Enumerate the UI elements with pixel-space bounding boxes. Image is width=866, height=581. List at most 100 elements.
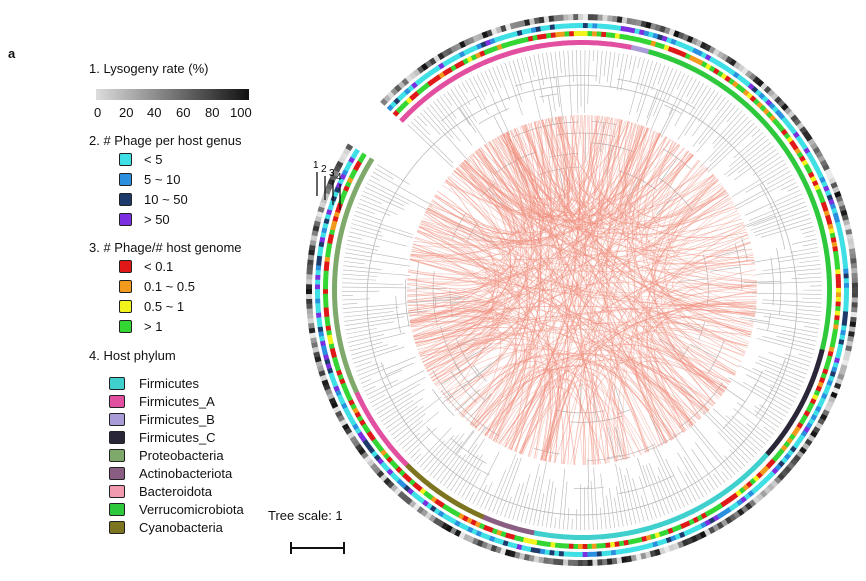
tree-branch — [651, 63, 662, 91]
phage-host-link — [461, 162, 560, 461]
tree-branch — [707, 125, 758, 173]
lysogeny-cell — [513, 551, 521, 559]
lysogeny-cell — [832, 186, 840, 194]
phage-host-link — [408, 314, 752, 336]
phage-host-ratio-cell — [833, 319, 840, 326]
tree-branch — [683, 456, 708, 495]
host-phylum-cell — [491, 55, 498, 62]
legend-swatch — [109, 520, 125, 534]
lysogeny-cell — [774, 96, 783, 105]
phage-host-link — [407, 278, 693, 426]
host-phylum-cell — [765, 124, 773, 132]
host-phylum-cell — [395, 453, 403, 461]
lysogeny-cell — [523, 553, 530, 561]
phage-host-ratio-cell — [323, 311, 330, 317]
phage-per-genus-cell — [687, 527, 694, 535]
lysogeny-cell — [308, 249, 315, 256]
tree-branch — [352, 345, 398, 360]
host-phylum-cell — [630, 529, 636, 536]
host-phylum-cell — [482, 514, 489, 522]
phage-host-link — [407, 304, 502, 426]
lysogeny-cell — [320, 196, 328, 204]
host-phylum-cell — [668, 517, 675, 524]
lysogeny-cell — [436, 519, 445, 528]
tree-branch — [432, 270, 438, 326]
host-phylum-cell — [819, 344, 826, 351]
phage-host-ratio-cell — [637, 37, 643, 44]
lysogeny-cell — [847, 335, 854, 343]
host-phylum-cell — [591, 40, 597, 46]
phage-host-link — [410, 115, 598, 328]
host-phylum-cell — [816, 357, 823, 364]
host-phylum-cell — [542, 42, 549, 49]
phage-host-link — [475, 124, 552, 219]
lysogeny-cell — [849, 253, 857, 260]
lysogeny-cell — [626, 17, 633, 25]
host-phylum-cell — [411, 469, 419, 476]
host-phylum-cell — [722, 85, 730, 93]
tree-branch — [686, 78, 697, 97]
tree-branch — [508, 483, 521, 519]
phage-host-ratio-cell — [596, 543, 602, 549]
phage-per-genus-cell — [840, 325, 847, 331]
phage-host-ratio-cell — [380, 449, 388, 456]
lysogeny-tick: 60 — [176, 105, 191, 120]
phage-host-ratio-cell — [386, 456, 393, 463]
host-phylum-cell — [336, 235, 343, 242]
tree-branch — [609, 52, 616, 88]
tree-branch — [407, 124, 454, 168]
phage-per-genus-cell — [842, 311, 849, 317]
phage-host-ratio-cell — [659, 43, 666, 50]
lysogeny-cell — [780, 103, 789, 112]
lysogeny-cell — [369, 462, 378, 471]
phage-host-link — [500, 134, 729, 240]
tree-branch — [642, 465, 661, 517]
tree-branch — [782, 329, 818, 338]
tree-branch — [798, 353, 813, 359]
phage-host-ratio-cell — [825, 214, 832, 221]
host-phylum-cell — [338, 226, 345, 233]
phage-host-link — [490, 248, 753, 440]
tree-branch — [616, 52, 620, 68]
phage-host-link — [415, 122, 633, 344]
host-phylum-cell — [507, 523, 514, 530]
phage-host-ratio-cell — [819, 197, 826, 204]
host-phylum-cell — [609, 41, 615, 48]
tree-branch — [380, 400, 414, 422]
host-phylum-cell — [408, 106, 416, 114]
host-phylum-cell — [347, 374, 354, 382]
phage-per-genus-cell — [835, 352, 842, 359]
phage-host-link — [412, 153, 511, 336]
phage-per-genus-cell — [563, 551, 569, 557]
tree-branch — [359, 356, 416, 380]
tree-branch — [571, 50, 574, 82]
host-phylum-cell — [569, 534, 574, 540]
tree-branch — [712, 408, 761, 452]
phage-host-link — [462, 161, 745, 356]
tree-branch — [717, 431, 749, 464]
phage-per-genus-cell — [633, 545, 640, 552]
phage-per-genus-cell — [840, 244, 846, 251]
phage-host-ratio-cell — [817, 381, 824, 388]
phage-host-link — [666, 269, 756, 376]
phage-host-ratio-cell — [559, 543, 565, 549]
tree-branch — [342, 273, 378, 277]
lysogeny-cell — [543, 557, 549, 564]
phage-host-link — [427, 115, 601, 234]
tree-branch — [755, 362, 804, 383]
tree-branch — [640, 495, 649, 521]
phage-host-ratio-cell — [771, 455, 779, 463]
tree-branch — [752, 311, 821, 321]
tree-branch — [691, 94, 723, 137]
host-phylum-cell — [824, 322, 830, 329]
tree-branch — [537, 493, 545, 526]
phage-host-ratio-cell — [416, 87, 424, 95]
lysogeny-cell — [631, 18, 638, 26]
phage-per-genus-cell — [315, 274, 321, 280]
phage-per-genus-cell — [332, 190, 339, 198]
lysogeny-cell — [308, 244, 316, 251]
lysogeny-cell — [538, 556, 545, 564]
legend-swatch — [109, 448, 125, 462]
host-phylum-cell — [684, 510, 691, 518]
